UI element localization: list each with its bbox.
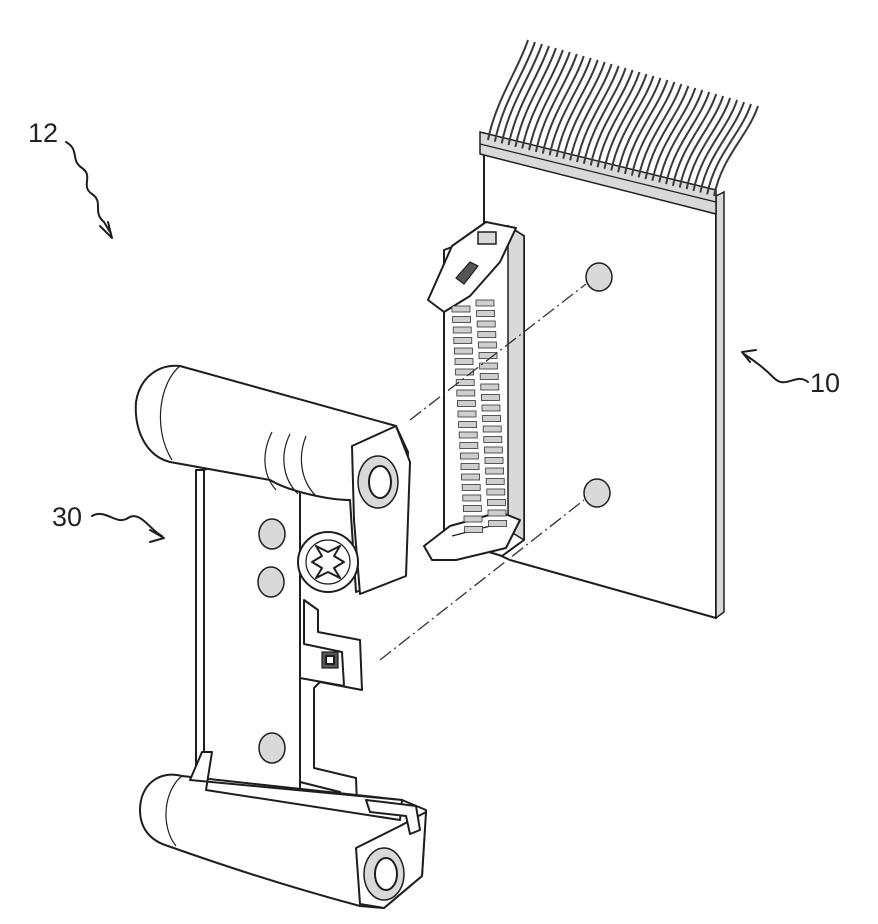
ribbon-wire xyxy=(522,50,563,148)
connector-pin xyxy=(463,506,481,512)
connector-pin xyxy=(464,516,482,522)
connector-pin xyxy=(486,468,504,474)
leader-30 xyxy=(92,514,162,536)
board-connector xyxy=(424,222,524,560)
connector-pin xyxy=(462,474,480,480)
connector-pin xyxy=(486,479,504,485)
connector-pin xyxy=(480,374,498,380)
connector-pin xyxy=(477,311,495,317)
connector-pin xyxy=(463,495,481,501)
label-30-group: 30 xyxy=(52,502,164,542)
connector-pin xyxy=(460,453,478,459)
connector-pin xyxy=(478,332,496,338)
connector-pin xyxy=(482,405,500,411)
connector-pin xyxy=(484,447,502,453)
plate-hole-3 xyxy=(259,733,285,763)
connector-pin xyxy=(484,437,502,443)
ribbon-wire xyxy=(529,52,570,150)
connector-pin xyxy=(459,422,477,428)
connector-pin xyxy=(465,527,483,533)
ribbon-wire xyxy=(543,56,584,154)
connector-pin xyxy=(455,359,473,365)
holder-plate-side xyxy=(196,470,204,790)
plate-hole-1 xyxy=(259,519,285,549)
label-holder: 30 xyxy=(52,502,82,532)
connector-pin xyxy=(487,489,505,495)
board-hole-upper xyxy=(586,263,612,291)
connector-pin xyxy=(454,348,472,354)
bracket-square-upper-inner xyxy=(326,656,334,664)
label-assembly: 12 xyxy=(28,118,58,148)
bottom-rail-bore-inner xyxy=(375,858,397,890)
connector-pin xyxy=(488,510,506,516)
connector-side xyxy=(508,226,524,540)
connector-pin xyxy=(477,321,495,327)
top-rail-bore-inner xyxy=(369,466,391,498)
connector-pin xyxy=(487,500,505,506)
connector-pin xyxy=(476,300,494,306)
label-circuit-board: 10 xyxy=(810,368,840,398)
connector-pin xyxy=(483,426,501,432)
ribbon-wire xyxy=(556,60,597,157)
connector-pin xyxy=(483,416,501,422)
ribbon-wire xyxy=(550,58,591,155)
board-edge xyxy=(716,192,724,618)
connector-pin xyxy=(485,458,503,464)
connector-pin xyxy=(461,464,479,470)
connector-pin xyxy=(481,384,499,390)
connector-pin xyxy=(481,395,499,401)
connector-pin xyxy=(457,401,475,407)
connector-pin xyxy=(453,327,471,333)
connector-pin xyxy=(462,485,480,491)
label-12-group: 12 xyxy=(28,118,112,238)
connector-pin xyxy=(489,521,507,527)
connector-pin xyxy=(456,369,474,375)
label-10-group: 10 xyxy=(742,350,840,398)
top-rail-endcap xyxy=(352,426,410,594)
screw-head xyxy=(298,532,358,592)
connector-pin xyxy=(453,317,471,323)
connector-pin xyxy=(452,306,470,312)
connector-pin xyxy=(457,390,475,396)
leader-12 xyxy=(66,142,110,232)
connector-pin xyxy=(459,432,477,438)
ribbon-wire xyxy=(536,54,577,152)
plate-hole-2 xyxy=(258,567,284,597)
connector-pin xyxy=(460,443,478,449)
leader-10 xyxy=(744,354,808,382)
connector-pin xyxy=(478,342,496,348)
board-hole-lower xyxy=(584,479,610,507)
holder xyxy=(136,366,426,908)
connector-pin xyxy=(454,338,472,344)
connector-pin xyxy=(458,411,476,417)
latch-tab xyxy=(478,232,496,244)
